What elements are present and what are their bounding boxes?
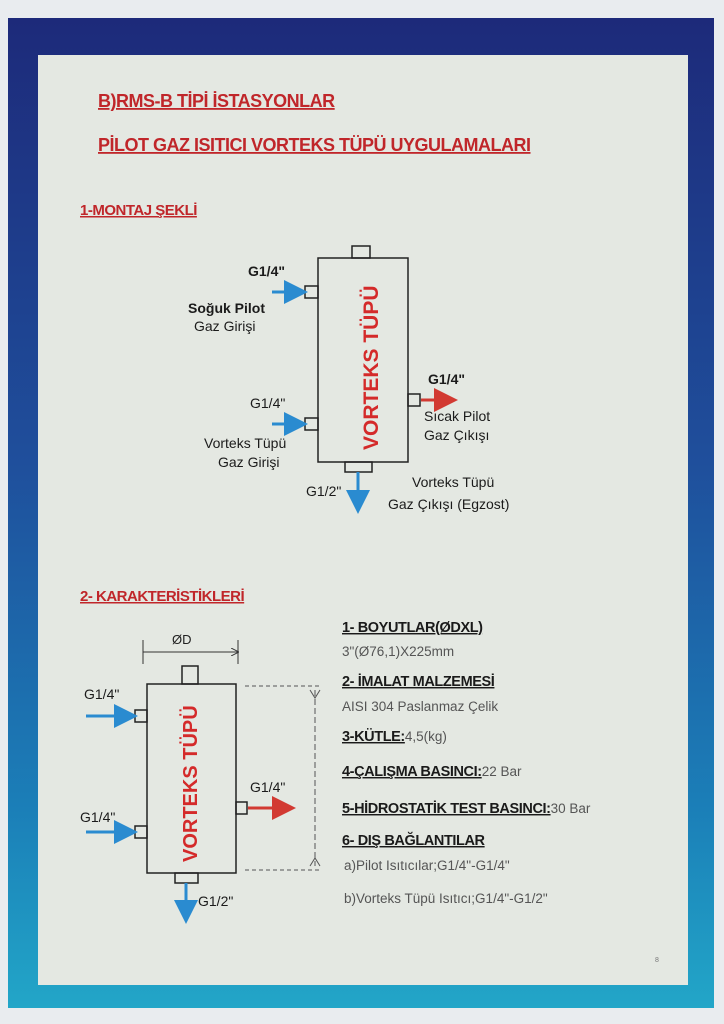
section1-ports-vortex-inlet-line2: Gaz Girişi (218, 454, 279, 470)
diameter-label: ØD (172, 632, 192, 647)
section1-ports-cold-inlet-line2: Gaz Girişi (194, 318, 255, 334)
page-number: 8 (655, 957, 659, 964)
section2-specs-2-value: 4,5(kg) (405, 729, 447, 744)
exhaust-port (344, 461, 373, 473)
section2-specs-2-heading: 3-KÜTLE: (342, 728, 405, 745)
specifications: 1- BOYUTLAR(ØDXL) 3"(Ø76,1)X225mm 2- İMA… (342, 620, 591, 906)
section1-heading: 1-MONTAJ ŞEKLİ (80, 202, 197, 219)
section2-port-top-left: G1/4" (84, 686, 119, 702)
title-line-2: PİLOT GAZ ISITICI VORTEKS TÜPÜ UYGULAMAL… (98, 135, 531, 155)
montage-diagram: VORTEKS TÜPÜ G1/4" Soğuk Pilot Gaz Giriş… (188, 245, 509, 514)
hot-outlet-port (407, 393, 421, 407)
characteristics-diagram: ØD VORTEKS TÜPÜ G1/4" G1/4" G1/4" G1/2" (80, 632, 321, 924)
top-port (351, 245, 371, 259)
section1-ports-cold-inlet-line1: Soğuk Pilot (188, 300, 265, 316)
section1-ports-exhaust-size: G1/2" (306, 483, 341, 499)
section1-ports-vortex-inlet-size: G1/4" (250, 395, 285, 411)
section1-ports-exhaust-line2: Gaz Çıkışı (Egzost) (388, 496, 509, 512)
vortex-tube-label: VORTEKS TÜPÜ (179, 705, 202, 862)
cold-inlet-port (304, 285, 319, 299)
section1-ports-cold-inlet-size: G1/4" (248, 263, 285, 279)
vortex-inlet-port (304, 417, 319, 431)
section1-ports-vortex-inlet-line1: Vorteks Tüpü (204, 435, 286, 451)
section2-specs-5-heading: 6- DIŞ BAĞLANTILAR (342, 831, 486, 849)
title-line-1: B)RMS-B TİPİ İSTASYONLAR (98, 91, 335, 111)
section2-specs-0-heading: 1- BOYUTLAR(ØDXL) (342, 620, 483, 636)
section2-connections-1: b)Vorteks Tüpü Isıtıcı;G1/4"-G1/2" (344, 891, 548, 906)
section1-ports-hot-outlet-line1: Sıcak Pilot (424, 408, 490, 424)
section2-port-right: G1/4" (250, 779, 285, 795)
section2-specs-3-value: 22 Bar (482, 764, 522, 779)
vortex-tube-label: VORTEKS TÜPÜ (360, 285, 383, 450)
svg-text:3-KÜTLE:4,5(kg): 3-KÜTLE:4,5(kg) (342, 728, 447, 745)
section2-heading: 2- KARAKTERİSTİKLERİ (80, 588, 245, 605)
section2-specs-0-value: 3"(Ø76,1)X225mm (342, 644, 454, 659)
section1-ports-hot-outlet-size: G1/4" (428, 371, 465, 387)
section2-specs-4-heading: 5-HİDROSTATİK TEST BASINCI: (342, 800, 551, 817)
svg-text:5-HİDROSTATİK TEST BASINCI:30: 5-HİDROSTATİK TEST BASINCI:30 Bar (342, 800, 591, 817)
section2-port-bottom: G1/2" (198, 893, 233, 909)
section2-specs-1-value: AISI 304 Paslanmaz Çelik (342, 699, 498, 714)
svg-text:4-ÇALIŞMA BASINCI:22 Bar: 4-ÇALIŞMA BASINCI:22 Bar (342, 764, 522, 780)
section1-ports-exhaust-line1: Vorteks Tüpü (412, 474, 494, 490)
section2-specs-3-heading: 4-ÇALIŞMA BASINCI: (342, 764, 482, 780)
section2-specs-1-heading: 2- İMALAT MALZEMESİ (342, 673, 495, 690)
section2-connections-0: a)Pilot Isıtıcılar;G1/4"-G1/4" (344, 858, 510, 873)
section2-specs-4-value: 30 Bar (551, 801, 591, 816)
section1-ports-hot-outlet-line2: Gaz Çıkışı (424, 427, 489, 443)
section2-port-bottom-left: G1/4" (80, 809, 115, 825)
